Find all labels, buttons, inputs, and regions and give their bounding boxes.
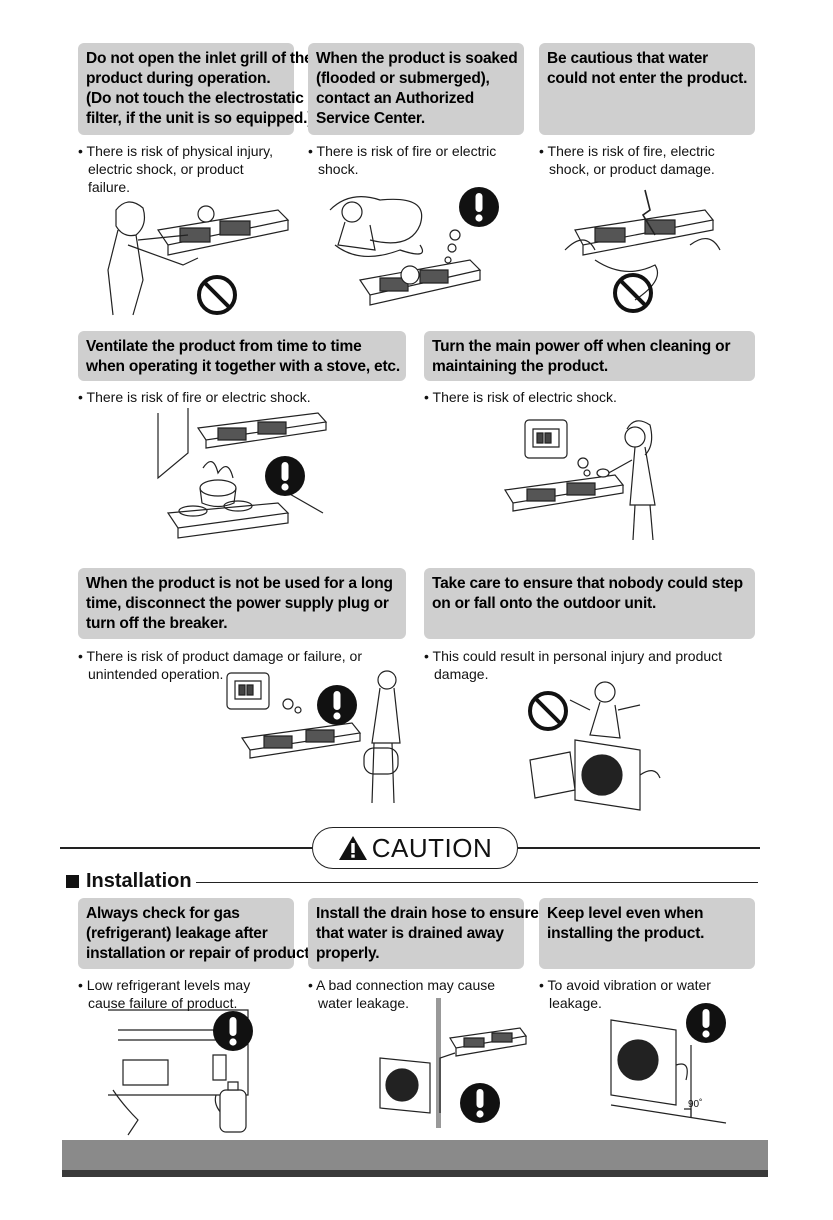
warning-bullet-long-time: • There is risk of product damage or fai…	[78, 648, 362, 682]
install-heading-gas-leak: Always check for gas(refrigerant) leakag…	[78, 898, 314, 969]
exclamation-icon	[213, 1011, 253, 1051]
warning-heading-soaked: When the product is soaked(flooded or su…	[308, 43, 524, 135]
exclamation-icon	[317, 685, 357, 725]
warning-bullet-soaked: • There is risk of fire or electric shoc…	[308, 143, 497, 177]
warning-bullet-ventilate: • There is risk of fire or electric shoc…	[78, 389, 311, 405]
exclamation-icon	[265, 456, 305, 496]
warning-bullet-outdoor-unit: • This could result in personal injury a…	[424, 648, 723, 682]
footer-bar	[62, 1140, 768, 1170]
prohibit-icon	[527, 690, 569, 732]
caution-rule-left	[60, 847, 312, 849]
illustration-flooded-unit	[320, 190, 500, 320]
angle-label: 90˚	[688, 1099, 703, 1110]
exclamation-icon	[460, 1083, 500, 1123]
illustration-water-entering	[565, 190, 725, 310]
installation-section-header: Installation	[66, 868, 758, 894]
install-bullet-level: • To avoid vibration or water leakage.	[539, 977, 711, 1011]
prohibit-icon	[196, 274, 238, 316]
warning-heading-outdoor-unit: Take care to ensure that nobody could st…	[424, 568, 755, 639]
illustration-power-off-travel	[222, 668, 412, 808]
exclamation-icon	[459, 187, 499, 227]
prohibit-icon	[612, 272, 654, 314]
illustration-level-unit	[606, 1005, 736, 1130]
caution-banner: CAUTION	[60, 827, 760, 871]
warning-bullet-inlet-grill: • There is risk of physical injury, elec…	[78, 143, 274, 195]
illustration-drain-hose	[380, 998, 530, 1128]
section-square-icon	[66, 874, 79, 888]
footer-bar-dark	[62, 1170, 768, 1177]
install-bullet-gas-leak: • Low refrigerant levels may cause failu…	[78, 977, 251, 1011]
illustration-gas-check	[98, 1010, 268, 1135]
install-bullet-drain-hose: • A bad connection may cause water leaka…	[308, 977, 496, 1011]
warning-triangle-icon	[338, 836, 367, 860]
illustration-person-on-outdoor-unit	[530, 680, 670, 815]
section-title: Installation	[86, 869, 192, 892]
illustration-cleaning	[505, 415, 675, 545]
warning-heading-long-time: When the product is not be used for a lo…	[78, 568, 406, 639]
warning-bullet-water: • There is risk of fire, electric shock,…	[539, 143, 715, 177]
illustration-touching-unit	[88, 190, 298, 320]
caution-label: CAUTION	[312, 827, 518, 869]
warning-bullet-main-power: • There is risk of electric shock.	[424, 389, 617, 405]
exclamation-icon	[686, 1003, 726, 1043]
section-rule	[195, 881, 758, 883]
caution-text: CAUTION	[371, 832, 493, 863]
warning-heading-main-power: Turn the main power off when cleaning or…	[424, 331, 755, 381]
illustration-stove	[158, 408, 328, 543]
caution-rule-right	[518, 847, 760, 849]
